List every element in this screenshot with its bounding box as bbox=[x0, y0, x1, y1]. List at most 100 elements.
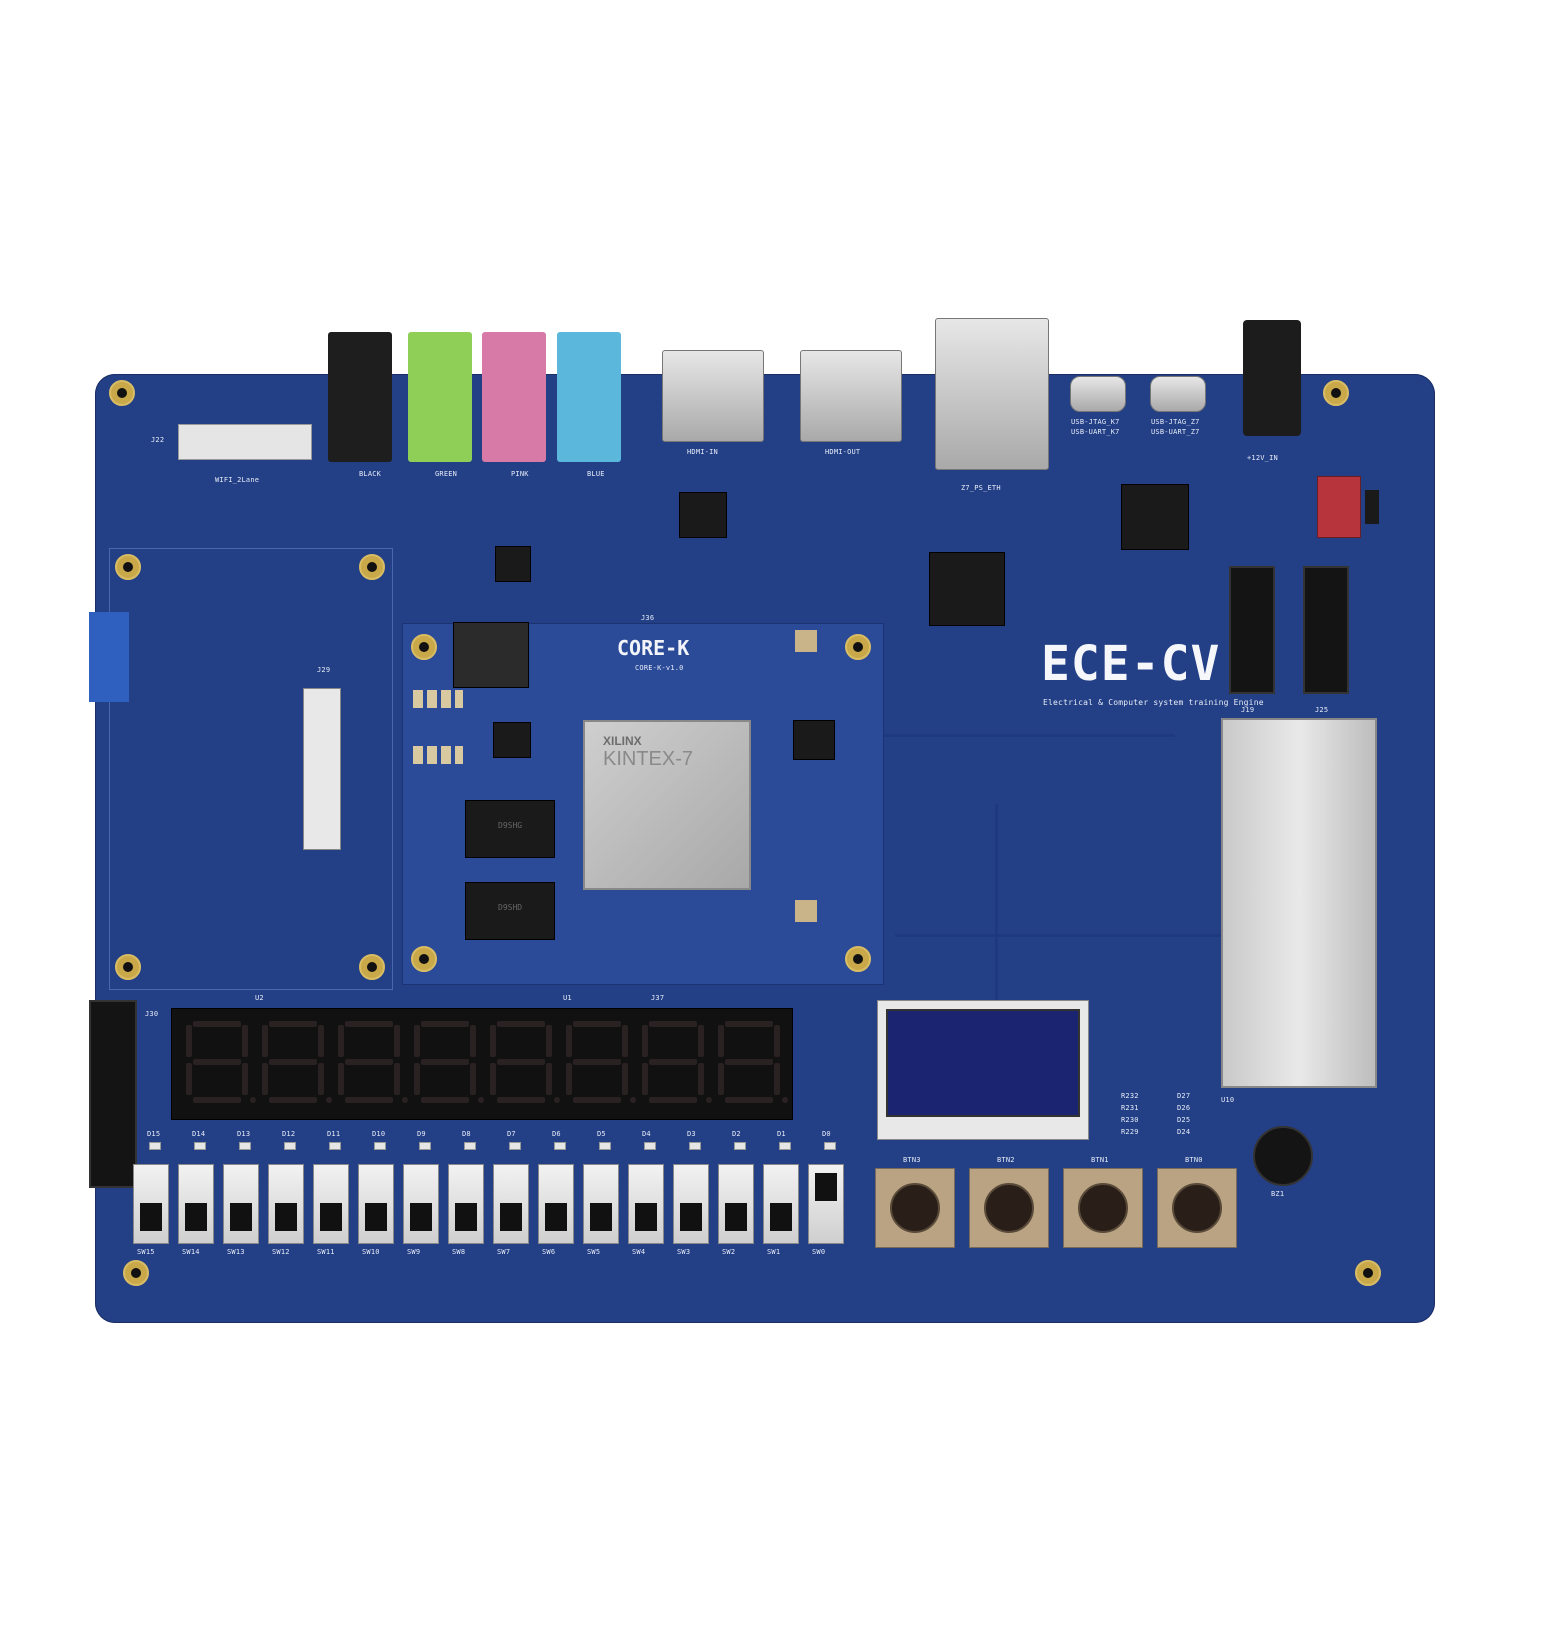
segment bbox=[394, 1025, 400, 1057]
pmod-header-j25[interactable] bbox=[1303, 566, 1349, 694]
slide-switch-icon[interactable] bbox=[628, 1164, 664, 1244]
power-switch-lever[interactable] bbox=[1365, 490, 1379, 524]
led-label: D8 bbox=[462, 1130, 471, 1138]
segment bbox=[622, 1025, 628, 1057]
mounting-hole-icon bbox=[1355, 1260, 1381, 1286]
slide-switch-knob[interactable] bbox=[680, 1203, 702, 1231]
slide-switch-icon[interactable] bbox=[223, 1164, 259, 1244]
push-button-icon[interactable] bbox=[969, 1168, 1049, 1248]
slide-switch-icon[interactable] bbox=[403, 1164, 439, 1244]
segment bbox=[573, 1097, 621, 1103]
hdmi-icon bbox=[662, 350, 764, 442]
led-indicator bbox=[509, 1142, 521, 1150]
led-label: D13 bbox=[237, 1130, 251, 1138]
inductor bbox=[453, 622, 529, 688]
expansion-header-j30[interactable] bbox=[89, 1000, 137, 1188]
decimal-point bbox=[630, 1097, 636, 1103]
segment bbox=[497, 1097, 545, 1103]
segment bbox=[394, 1063, 400, 1095]
push-button-cap[interactable] bbox=[1078, 1183, 1128, 1233]
fpga-brand: XILINX bbox=[603, 734, 642, 748]
usb-c-icon bbox=[1070, 376, 1126, 412]
mounting-hole-icon bbox=[109, 380, 135, 406]
switch-label: SW9 bbox=[407, 1248, 421, 1256]
led-indicator bbox=[419, 1142, 431, 1150]
slide-switch-knob[interactable] bbox=[185, 1203, 207, 1231]
slide-switch-knob[interactable] bbox=[590, 1203, 612, 1231]
slide-switch-icon[interactable] bbox=[133, 1164, 169, 1244]
segment bbox=[186, 1063, 192, 1095]
push-button-cap[interactable] bbox=[984, 1183, 1034, 1233]
pmod-header-j19[interactable] bbox=[1229, 566, 1275, 694]
led-indicator bbox=[734, 1142, 746, 1150]
led-label: D6 bbox=[552, 1130, 561, 1138]
decimal-point bbox=[326, 1097, 332, 1103]
slide-switch-knob[interactable] bbox=[140, 1203, 162, 1231]
led-indicator bbox=[194, 1142, 206, 1150]
slide-switch-knob[interactable] bbox=[545, 1203, 567, 1231]
led-label: D4 bbox=[642, 1130, 651, 1138]
slide-switch-icon[interactable] bbox=[538, 1164, 574, 1244]
sfp-designator: U10 bbox=[1221, 1096, 1235, 1104]
slide-switch-knob[interactable] bbox=[635, 1203, 657, 1231]
push-button-cap[interactable] bbox=[890, 1183, 940, 1233]
header-j25-label: J25 bbox=[1315, 706, 1329, 714]
slide-switch-knob[interactable] bbox=[275, 1203, 297, 1231]
seven-segment-digit bbox=[258, 1021, 332, 1103]
button-label: BTN2 bbox=[997, 1156, 1015, 1164]
seven-seg-right-designator: U1 bbox=[563, 994, 572, 1002]
switch-label: SW14 bbox=[182, 1248, 200, 1256]
slide-switch-icon[interactable] bbox=[448, 1164, 484, 1244]
core-module-designator: J36 bbox=[641, 614, 655, 622]
slide-switch-knob[interactable] bbox=[815, 1173, 837, 1201]
slide-switch-knob[interactable] bbox=[500, 1203, 522, 1231]
led-indicator bbox=[464, 1142, 476, 1150]
segment bbox=[566, 1025, 572, 1057]
switch-label: SW12 bbox=[272, 1248, 290, 1256]
slide-switch-knob[interactable] bbox=[725, 1203, 747, 1231]
slide-switch-knob[interactable] bbox=[770, 1203, 792, 1231]
camera-fpc-connector bbox=[303, 688, 341, 850]
push-button-icon[interactable] bbox=[875, 1168, 955, 1248]
slide-switch-knob[interactable] bbox=[230, 1203, 252, 1231]
slide-switch-knob[interactable] bbox=[410, 1203, 432, 1231]
push-button-cap[interactable] bbox=[1172, 1183, 1222, 1233]
decimal-point bbox=[782, 1097, 788, 1103]
slide-switch-icon[interactable] bbox=[178, 1164, 214, 1244]
slide-switch-icon[interactable] bbox=[358, 1164, 394, 1244]
mounting-hole-icon bbox=[359, 954, 385, 980]
crystal bbox=[795, 630, 817, 652]
segment bbox=[318, 1025, 324, 1057]
slide-switch-knob[interactable] bbox=[455, 1203, 477, 1231]
mounting-hole-icon bbox=[845, 634, 871, 660]
decimal-point bbox=[402, 1097, 408, 1103]
push-button-icon[interactable] bbox=[1063, 1168, 1143, 1248]
segment bbox=[470, 1025, 476, 1057]
led-label: D1 bbox=[777, 1130, 786, 1138]
slide-switch-icon[interactable] bbox=[313, 1164, 349, 1244]
slide-switch-icon[interactable] bbox=[268, 1164, 304, 1244]
power-switch[interactable] bbox=[1317, 476, 1361, 538]
switch-label: SW13 bbox=[227, 1248, 245, 1256]
segment bbox=[318, 1063, 324, 1095]
slide-switch-icon[interactable] bbox=[763, 1164, 799, 1244]
led-indicator bbox=[239, 1142, 251, 1150]
ethernet-phy-chip bbox=[929, 552, 1005, 626]
mounting-hole-icon bbox=[359, 554, 385, 580]
segment bbox=[421, 1059, 469, 1065]
expansion-designator: J37 bbox=[651, 994, 665, 1002]
slide-switch-icon[interactable] bbox=[673, 1164, 709, 1244]
hdmi-out-label: HDMI-OUT bbox=[825, 448, 861, 456]
segment bbox=[718, 1063, 724, 1095]
slide-switch-knob[interactable] bbox=[320, 1203, 342, 1231]
slide-switch-knob[interactable] bbox=[365, 1203, 387, 1231]
board-logo: ECE-CV bbox=[1041, 636, 1221, 692]
led-label: D15 bbox=[147, 1130, 161, 1138]
slide-switch-icon[interactable] bbox=[808, 1164, 844, 1244]
slide-switch-icon[interactable] bbox=[718, 1164, 754, 1244]
slide-switch-icon[interactable] bbox=[583, 1164, 619, 1244]
slide-switch-icon[interactable] bbox=[493, 1164, 529, 1244]
push-button-icon[interactable] bbox=[1157, 1168, 1237, 1248]
status-led-label: D27 bbox=[1177, 1092, 1191, 1100]
usb-c-icon bbox=[1150, 376, 1206, 412]
